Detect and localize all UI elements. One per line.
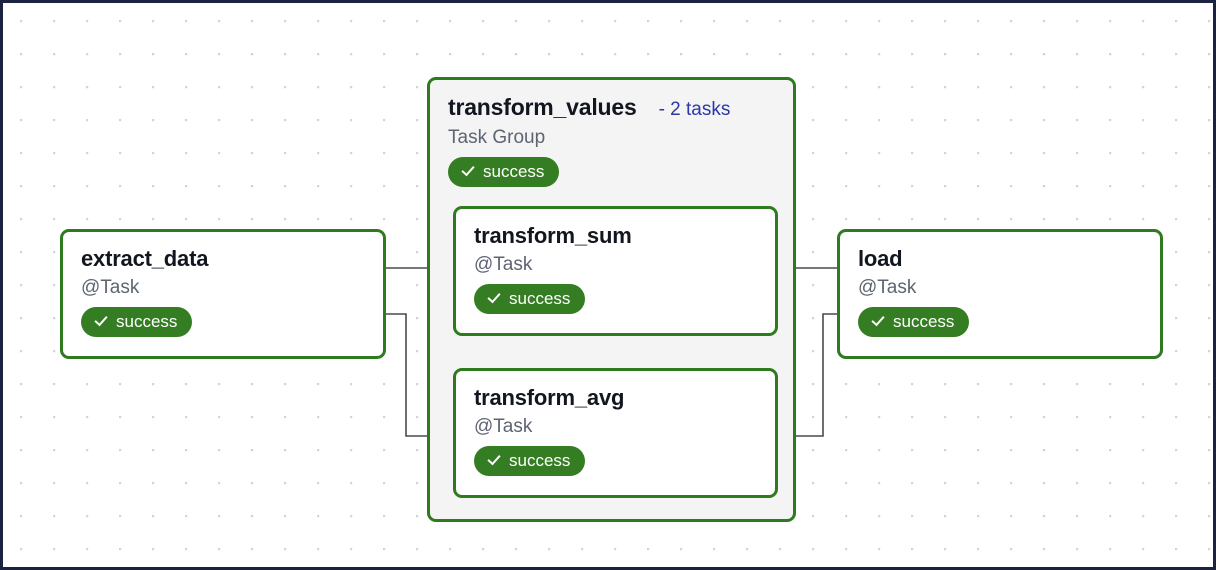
status-badge-label: success <box>509 289 571 308</box>
status-badge-label: success <box>509 451 571 470</box>
status-badge-label: success <box>116 312 178 331</box>
task-node-type-label: @Task <box>81 277 140 298</box>
check-icon <box>871 315 886 330</box>
task-group-type-label: Task Group <box>448 127 546 148</box>
task-group-header: transform_values - 2 tasks <box>448 94 775 121</box>
task-node-type-label: @Task <box>474 416 533 437</box>
task-group-transform-values[interactable]: transform_values - 2 tasks Task Group su… <box>427 77 796 522</box>
status-badge[interactable]: success <box>474 284 586 314</box>
check-icon <box>487 454 502 469</box>
check-icon <box>461 165 476 180</box>
task-node-extract-data[interactable]: extract_data @Task success <box>60 229 386 359</box>
task-node-title: transform_sum <box>474 223 632 248</box>
status-badge-label: success <box>893 312 955 331</box>
check-icon <box>94 315 109 330</box>
task-node-transform-sum[interactable]: transform_sum @Task success <box>453 206 778 336</box>
status-badge-label: success <box>483 162 545 181</box>
task-node-title: extract_data <box>81 246 209 271</box>
status-badge[interactable]: success <box>81 307 193 337</box>
task-node-type-label: @Task <box>858 277 917 298</box>
task-node-transform-avg[interactable]: transform_avg @Task success <box>453 368 778 498</box>
status-badge[interactable]: success <box>474 446 586 476</box>
status-badge[interactable]: success <box>448 157 560 187</box>
task-group-expand-toggle[interactable]: - 2 tasks <box>658 99 731 120</box>
task-node-title: transform_avg <box>474 385 625 410</box>
task-group-title: transform_values <box>448 94 637 120</box>
task-node-title: load <box>858 246 903 271</box>
status-badge[interactable]: success <box>858 307 970 337</box>
task-node-type-label: @Task <box>474 254 533 275</box>
task-node-load[interactable]: load @Task success <box>837 229 1163 359</box>
check-icon <box>487 292 502 307</box>
